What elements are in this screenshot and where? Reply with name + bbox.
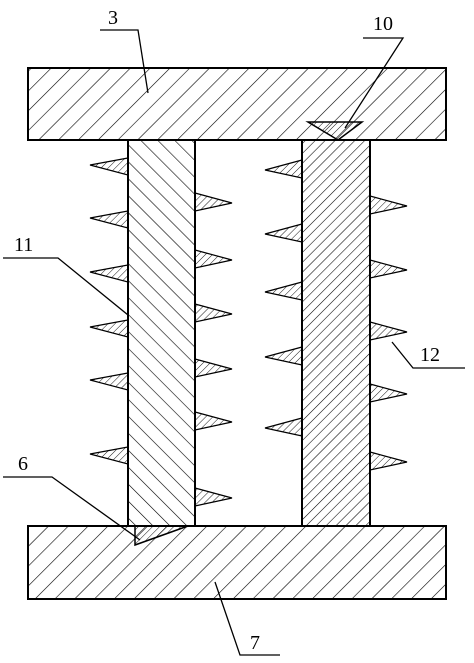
- tooth: [89, 210, 129, 229]
- leader-6: [3, 476, 141, 541]
- right-column-outer-teeth: [369, 195, 408, 471]
- tooth: [264, 417, 303, 437]
- leader-10: [344, 37, 405, 129]
- tooth: [264, 223, 303, 243]
- tooth: [194, 303, 233, 323]
- leader-11: [3, 257, 129, 316]
- tooth: [194, 192, 233, 212]
- tooth: [369, 383, 408, 403]
- label-part-7: 7: [250, 632, 260, 654]
- leader-12: [391, 341, 465, 369]
- tooth: [194, 249, 233, 269]
- tooth: [369, 451, 408, 471]
- label-part-12: 12: [420, 344, 440, 366]
- left-column: [127, 139, 196, 527]
- label-part-10: 10: [373, 13, 393, 35]
- right-column-inner-teeth: [264, 159, 303, 437]
- top-notch: [305, 121, 365, 141]
- leader-3: [100, 29, 149, 94]
- tooth: [89, 157, 129, 176]
- tooth: [264, 281, 303, 301]
- tooth: [194, 487, 233, 507]
- left-column-inner-teeth: [194, 192, 233, 507]
- tooth: [264, 346, 303, 366]
- right-column: [301, 139, 371, 527]
- label-part-3: 3: [108, 7, 118, 29]
- tooth: [369, 259, 408, 279]
- bottom-plate: [27, 525, 447, 600]
- label-part-11: 11: [14, 234, 33, 256]
- tooth: [194, 411, 233, 431]
- tooth: [369, 195, 408, 215]
- left-column-outer-teeth: [89, 157, 129, 465]
- tooth: [89, 372, 129, 391]
- tooth: [89, 264, 129, 283]
- tooth: [89, 446, 129, 465]
- tooth: [89, 319, 129, 338]
- leader-lines: [3, 29, 465, 656]
- tooth: [369, 321, 408, 341]
- label-part-6: 6: [18, 453, 28, 475]
- leader-7: [214, 581, 280, 656]
- bottom-notch: [134, 525, 189, 547]
- top-plate: [27, 67, 447, 141]
- tooth: [264, 159, 303, 179]
- tooth: [194, 358, 233, 378]
